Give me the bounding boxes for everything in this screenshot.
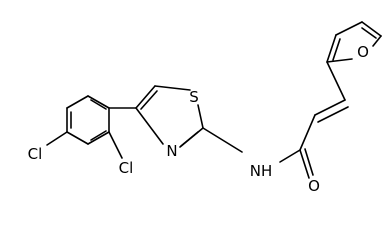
atom-o-carbonyl: O xyxy=(308,177,320,195)
molecule-diagram: Cl Cl S N NH O O xyxy=(28,21,382,195)
atom-s-thiazole: S xyxy=(189,88,199,106)
bond-cl-bottom xyxy=(108,131,123,159)
bond-vinyl-1 xyxy=(299,114,316,151)
bond-ring-d xyxy=(87,131,110,145)
bond-ring-double-2 xyxy=(90,99,107,110)
bond-furan-b xyxy=(335,21,363,36)
bond-furan-e xyxy=(326,58,353,63)
bond-furan-a xyxy=(326,34,337,63)
bond-ring-e xyxy=(66,131,89,145)
atom-cl-bottom: Cl xyxy=(119,159,134,177)
bond-cl-left xyxy=(46,131,68,146)
bond-thiazole-s-c2 xyxy=(197,104,204,129)
bond-thiazole-c2-n-double xyxy=(180,131,199,147)
bond-vinyl-2-double xyxy=(317,106,349,123)
bond-furan-c xyxy=(361,21,382,37)
bond-carbonyl-o xyxy=(299,149,310,179)
atom-o-furan: O xyxy=(357,43,369,61)
bond-thiazole-n-c4 xyxy=(135,107,164,145)
atom-cl-left: Cl xyxy=(28,145,43,163)
bond-vinyl-furan xyxy=(326,61,346,101)
bond-furan-d xyxy=(372,35,382,47)
bond-furan-c-double xyxy=(361,27,377,39)
bond-ring-double-3 xyxy=(90,130,107,141)
bond-nh-carbonyl xyxy=(279,149,301,163)
bond-thiazole-c4-c5-double xyxy=(140,90,158,110)
bond-thiazole-c4-c5 xyxy=(135,85,156,109)
bond-c2-nh xyxy=(202,127,243,153)
bond-carbonyl-o-double xyxy=(304,148,314,176)
atom-nh-amide: NH xyxy=(250,162,273,180)
bond-vinyl-2 xyxy=(314,99,346,116)
atom-n-thiazole: N xyxy=(166,142,177,160)
bond-ring-b xyxy=(87,95,110,109)
bond-thiazole-c5-s xyxy=(154,85,191,91)
bond-furan-a-double xyxy=(332,38,341,61)
bond-ring-a xyxy=(66,95,89,109)
molecule-structure: Cl Cl S N NH O O xyxy=(28,21,382,195)
